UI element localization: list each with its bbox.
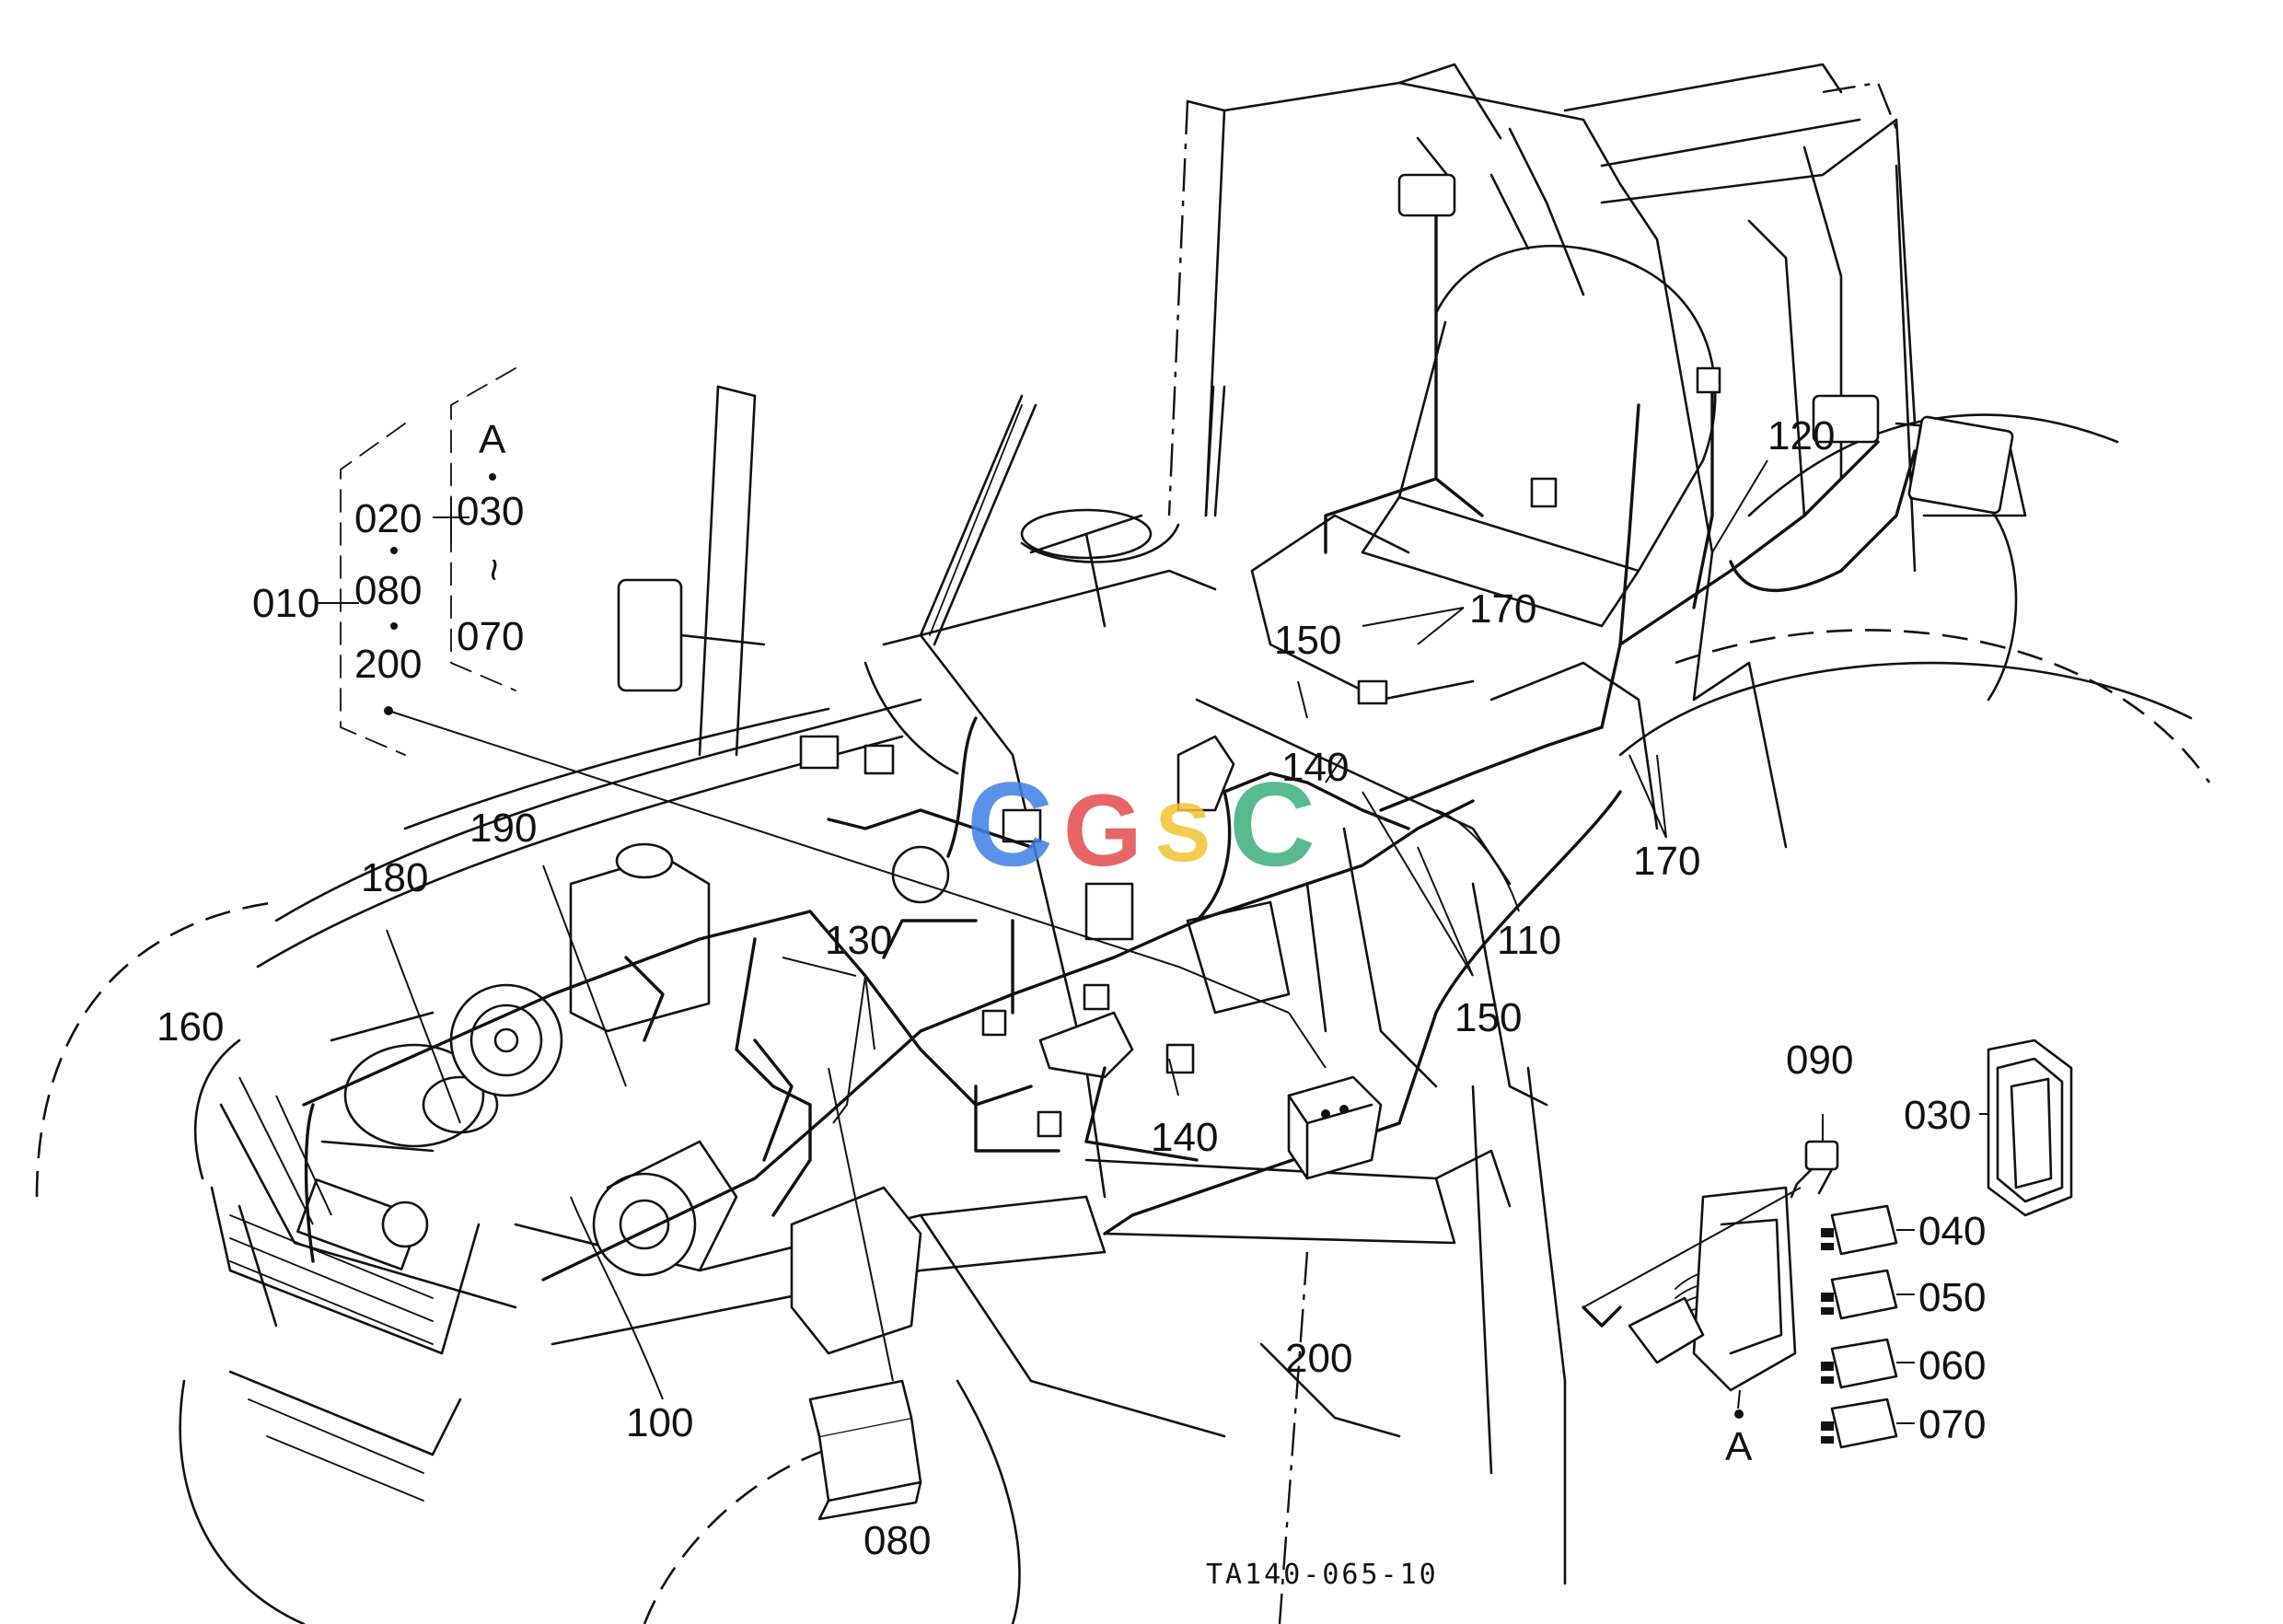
drawing-code: TA140-065-10	[1206, 1559, 1439, 1591]
callout-sub-ref-A: A	[479, 417, 506, 462]
callout-110: 110	[1497, 918, 1561, 963]
callout-030: 030	[1904, 1093, 1971, 1138]
callout-200-set: 200	[354, 642, 422, 687]
wiring-harness	[302, 173, 1917, 1328]
watermark-letter-c1: C	[967, 757, 1053, 891]
callout-060: 060	[1918, 1343, 1986, 1388]
callout-030-set: 030	[457, 489, 524, 534]
callout-range-sep: ~	[471, 558, 516, 582]
callout-170-lower: 170	[1633, 839, 1700, 884]
callout-180: 180	[361, 855, 428, 900]
callout-080: 080	[863, 1518, 931, 1563]
cover-030	[1987, 1038, 2073, 1217]
callout-120: 120	[1767, 413, 1835, 458]
callout-150-lower: 150	[1454, 995, 1522, 1040]
callout-150-upper: 150	[1274, 618, 1341, 663]
watermark-logo: C G S C	[967, 757, 1315, 891]
relay-080	[808, 1379, 922, 1521]
callout-190: 190	[469, 806, 537, 851]
callout-160: 160	[156, 1004, 224, 1050]
set-group-bracket	[318, 367, 516, 756]
callout-140-upper: 140	[1281, 745, 1349, 790]
callout-200: 200	[1285, 1336, 1352, 1381]
watermark-letter-c2: C	[1229, 757, 1315, 891]
connector-070	[1821, 1398, 1898, 1449]
callout-080-set: 080	[354, 568, 422, 613]
callout-090: 090	[1786, 1038, 1853, 1083]
callout-A: A	[1725, 1424, 1753, 1469]
callout-020: 020	[354, 496, 422, 541]
connector-040	[1821, 1204, 1898, 1256]
callout-140-lower: 140	[1151, 1115, 1218, 1160]
callout-100: 100	[626, 1400, 693, 1445]
callout-labels: 010 020 080 200 A 030 ~ 070 190 180 160 …	[156, 413, 1986, 1591]
engine-components	[320, 385, 1291, 1355]
connector-060	[1821, 1338, 1898, 1389]
connector-050	[1821, 1269, 1898, 1320]
relay-200	[1287, 1075, 1383, 1180]
leader-lines	[238, 459, 1988, 1424]
callout-070: 070	[1918, 1402, 1986, 1447]
relay-connectors	[1821, 1204, 1898, 1449]
callout-170-upper: 170	[1469, 586, 1536, 632]
watermark-letter-g: G	[1063, 774, 1142, 887]
callout-130: 130	[825, 918, 892, 963]
callout-050: 050	[1918, 1275, 1986, 1320]
callout-070-set: 070	[457, 614, 524, 659]
callout-010: 010	[252, 581, 319, 626]
watermark-letter-s: S	[1155, 787, 1211, 879]
callout-040: 040	[1918, 1209, 1986, 1254]
fuse-box-assembly	[1628, 1186, 1797, 1392]
